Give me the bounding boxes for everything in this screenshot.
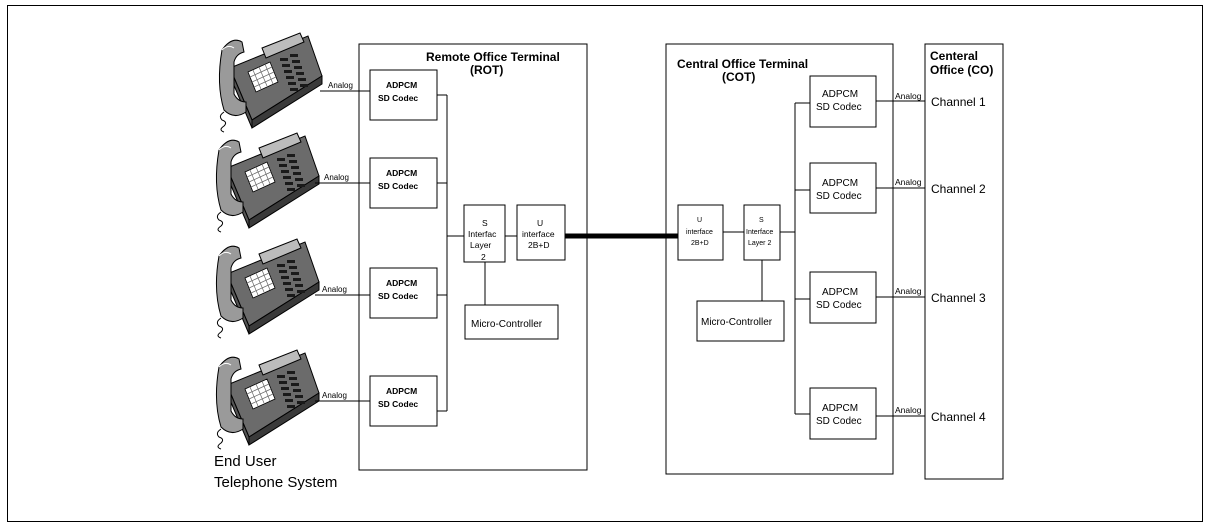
end-user-label-line2: Telephone System	[214, 474, 337, 491]
svg-text:Micro-Controller: Micro-Controller	[471, 319, 543, 330]
svg-text:S: S	[482, 218, 488, 228]
svg-text:ADPCM: ADPCM	[822, 403, 858, 414]
svg-text:Layer: Layer	[470, 240, 491, 250]
svg-text:2B+D: 2B+D	[691, 240, 709, 247]
cot-terminal-box	[665, 43, 894, 475]
cot-codec-3: ADPCM SD Codec	[809, 271, 877, 324]
svg-text:SD Codec: SD Codec	[378, 291, 418, 301]
analog-label-cot-2: Analog	[895, 177, 922, 187]
svg-text:SD Codec: SD Codec	[816, 102, 862, 113]
rot-micro-controller: Micro-Controller	[464, 304, 559, 340]
analog-label-rot-3: Analog	[322, 285, 347, 294]
channel-4-label: Channel 4	[931, 410, 986, 424]
svg-text:SD Codec: SD Codec	[816, 191, 862, 202]
telephone-icon-2	[215, 132, 320, 233]
cot-micro-controller: Micro-Controller	[696, 300, 785, 342]
svg-text:2: 2	[481, 252, 486, 262]
svg-text:SD Codec: SD Codec	[816, 416, 862, 427]
end-user-label-line1: End User	[214, 453, 277, 470]
svg-text:2B+D: 2B+D	[528, 240, 550, 250]
channel-1-label: Channel 1	[931, 95, 986, 109]
telephone-icon-1	[218, 32, 323, 133]
svg-text:interface: interface	[686, 229, 713, 236]
telephone-icon-3	[215, 238, 320, 339]
channel-3-label: Channel 3	[931, 291, 986, 305]
svg-text:Micro-Controller: Micro-Controller	[701, 317, 773, 328]
svg-text:U: U	[697, 217, 702, 224]
svg-text:SD Codec: SD Codec	[378, 181, 418, 191]
analog-label-cot-1: Analog	[895, 91, 922, 101]
svg-text:ADPCM: ADPCM	[386, 386, 417, 396]
rot-s-interface: S Interfac Layer 2	[463, 204, 506, 263]
channel-2-label: Channel 2	[931, 182, 986, 196]
svg-text:ADPCM: ADPCM	[386, 278, 417, 288]
svg-text:ADPCM: ADPCM	[822, 287, 858, 298]
cot-codec-4: ADPCM SD Codec	[809, 387, 877, 440]
rot-codec-1: ADPCM SD Codec	[369, 69, 438, 121]
rot-u-interface: U interface 2B+D	[516, 204, 566, 261]
cot-codec-1: ADPCM SD Codec	[809, 75, 877, 128]
svg-text:ADPCM: ADPCM	[822, 89, 858, 100]
svg-text:Layer 2: Layer 2	[748, 240, 771, 247]
telephone-icon-4	[215, 349, 320, 450]
co-title-line1: Centeral	[930, 49, 978, 63]
rot-codec-2: ADPCM SD Codec	[369, 157, 438, 209]
svg-text:U: U	[537, 218, 543, 228]
rot-terminal-box	[358, 43, 588, 471]
co-box	[924, 43, 1004, 480]
svg-text:Interfac: Interfac	[468, 229, 497, 239]
rot-codec-4: ADPCM SD Codec	[369, 375, 438, 427]
cot-u-interface: U interface 2B+D	[677, 204, 724, 261]
svg-text:ADPCM: ADPCM	[386, 168, 417, 178]
cot-s-interface: S Interface Layer 2	[743, 204, 781, 261]
cot-codec-2: ADPCM SD Codec	[809, 162, 877, 214]
diagram-frame	[7, 5, 1203, 522]
svg-text:SD Codec: SD Codec	[378, 399, 418, 409]
analog-label-cot-3: Analog	[895, 286, 922, 296]
svg-text:SD Codec: SD Codec	[816, 300, 862, 311]
rot-title-line1: Remote Office Terminal	[426, 50, 560, 64]
svg-text:SD Codec: SD Codec	[378, 93, 418, 103]
svg-text:ADPCM: ADPCM	[822, 178, 858, 189]
analog-label-rot-1: Analog	[328, 81, 353, 90]
svg-text:Interface: Interface	[746, 229, 773, 236]
cot-title-line1: Central Office Terminal	[677, 57, 808, 71]
rot-title-line2: (ROT)	[470, 63, 503, 77]
analog-label-rot-4: Analog	[322, 391, 347, 400]
analog-label-rot-2: Analog	[324, 173, 349, 182]
svg-text:S: S	[759, 217, 764, 224]
cot-title-line2: (COT)	[722, 70, 755, 84]
analog-label-cot-4: Analog	[895, 405, 922, 415]
svg-text:ADPCM: ADPCM	[386, 80, 417, 90]
rot-codec-3: ADPCM SD Codec	[369, 267, 438, 319]
co-title-line2: Office (CO)	[930, 63, 993, 77]
svg-text:interface: interface	[522, 229, 555, 239]
